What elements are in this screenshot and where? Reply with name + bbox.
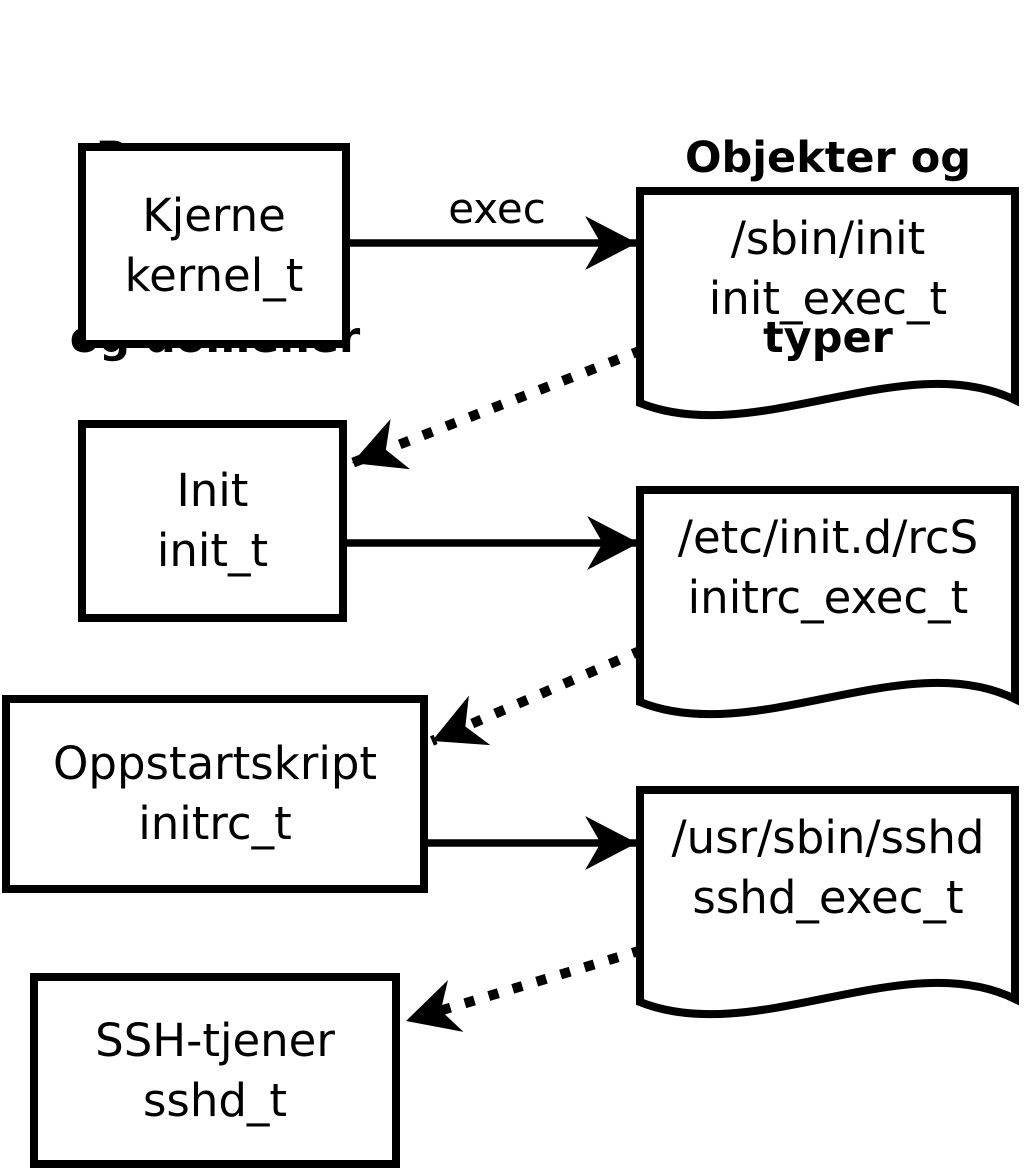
process-box-kernel: Kjerne kernel_t [78,143,350,348]
object-type-label: init_exec_t [708,272,948,325]
process-box-initrc: Oppstartskript initrc_t [2,695,428,893]
document-shape-init-exec [636,187,1019,420]
document-label-initrc-exec: /etc/init.d/rcS initrc_exec_t [642,508,1014,628]
process-name-label: SSH-tjener [95,1013,335,1067]
object-path-label: /etc/init.d/rcS [677,511,979,564]
process-type-label: sshd_t [142,1073,288,1127]
object-type-label: initrc_exec_t [687,571,969,624]
document-label-sshd-exec: /usr/sbin/sshd sshd_exec_t [642,808,1014,928]
entrypoint-arrow-init-exec-to-init [350,345,644,470]
process-type-label: kernel_t [124,248,304,302]
object-path-label: /usr/sbin/sshd [671,811,985,864]
exec-arrow-label: exec [448,184,546,233]
process-box-init: Init init_t [78,420,347,622]
process-name-label: Kjerne [142,188,286,242]
column-header-objects: Objekter og typer [620,8,1024,488]
process-name-label: Oppstartskript [52,737,378,790]
header-line: typer [763,313,893,363]
entrypoint-arrow-sshd-exec-to-sshd [404,945,644,1032]
document-shape-initrc-exec [636,486,1019,719]
process-name-label: Init [176,464,249,517]
object-path-label: /sbin/init [730,212,926,265]
document-label-init-exec: /sbin/init init_exec_t [642,209,1014,329]
object-type-label: sshd_exec_t [692,871,964,924]
header-line: Objekter og [684,133,972,183]
document-shape-sshd-exec [636,786,1019,1019]
process-type-label: init_t [156,524,269,577]
process-type-label: initrc_t [138,797,292,850]
process-box-sshd: SSH-tjener sshd_t [30,973,400,1168]
entrypoint-arrow-initrc-exec-to-initrc [430,645,644,746]
